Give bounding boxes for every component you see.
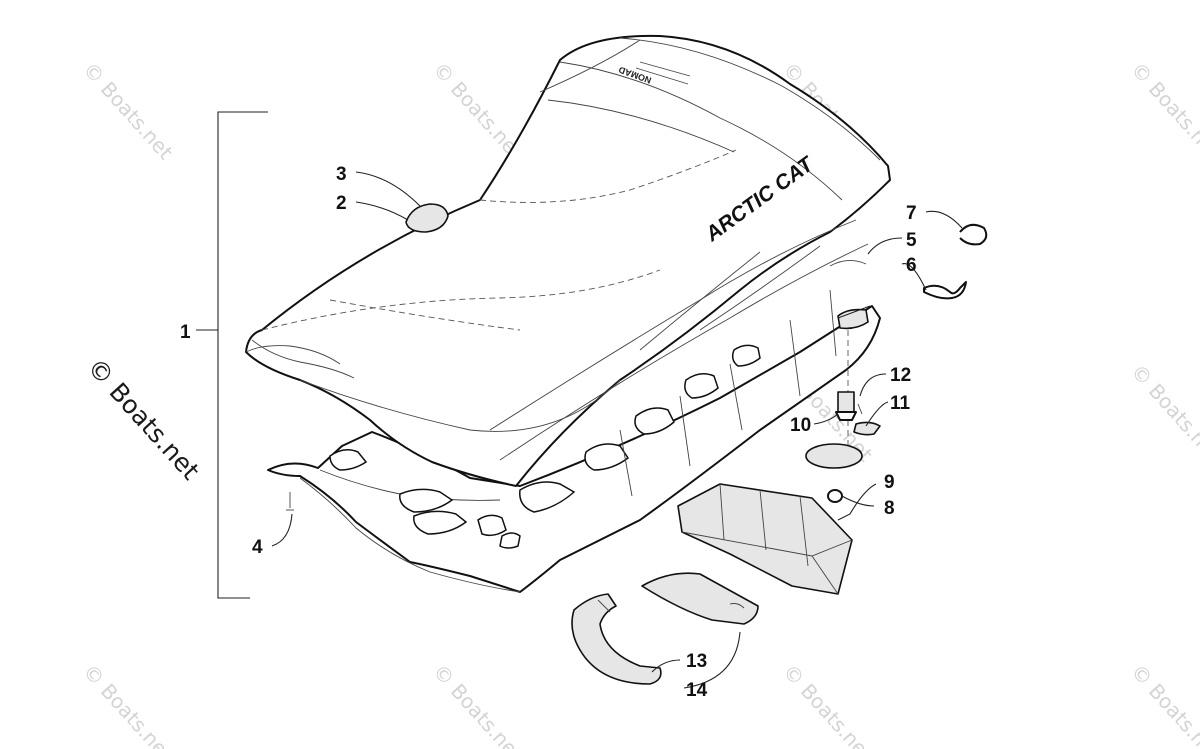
callout-13: 13 [686,651,707,672]
callout-4: 4 [252,537,263,558]
watermark: © Boats.net [1126,659,1200,749]
leader-lines [271,171,963,689]
callout-10: 10 [790,415,811,436]
watermark: © Boats.net [78,57,178,164]
watermark: © Boats.net [78,659,178,749]
callout-2: 2 [336,193,347,214]
callout-11: 11 [890,393,911,414]
j-hook [923,281,967,300]
watermark-main: © Boats.net [82,353,206,486]
watermark: © Boats.net [1126,57,1200,164]
heat-shield [641,572,759,625]
watermark: © Boats.net [428,659,528,749]
foam-block [677,483,853,595]
callout-9: 9 [884,472,895,493]
callout-3: 3 [336,164,347,185]
watermark: © Boats.net [778,659,878,749]
snap-ring [959,223,988,246]
callout-12: 12 [890,365,911,386]
callout-1: 1 [180,322,191,343]
callout-5: 5 [906,230,917,251]
assembly-bracket [196,111,268,599]
seat-cover: ARCTIC CAT NOMAD [245,34,891,487]
callout-labels: 1 2 3 4 5 6 7 8 9 10 11 12 13 14 [180,164,917,701]
strap-band [571,593,662,685]
watermark: © Boats.net [1126,359,1200,466]
callout-8: 8 [884,498,895,519]
latch-assembly [805,330,881,503]
callout-7: 7 [906,203,917,224]
seat-patch [405,203,449,233]
callout-6: 6 [906,255,917,276]
rear-bracket [829,260,869,330]
callout-14: 14 [686,680,708,701]
front-clip [286,492,294,511]
